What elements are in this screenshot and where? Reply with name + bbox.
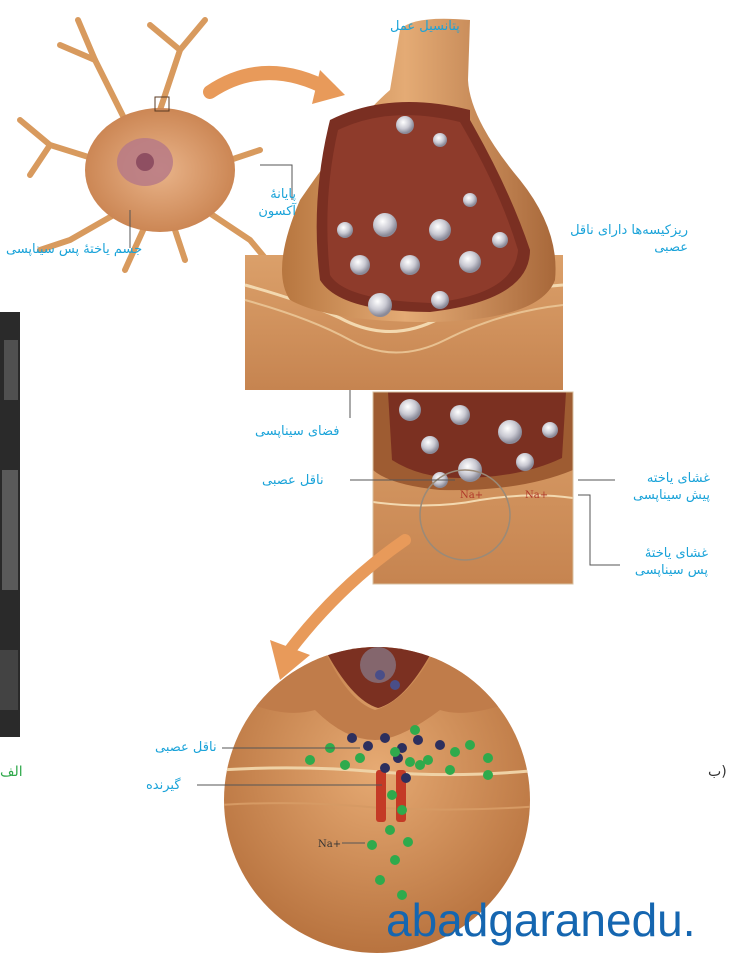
label-receptor: گیرنده <box>146 777 181 794</box>
part-marker-be: ب) <box>708 764 727 780</box>
micrograph-strip <box>0 312 20 737</box>
label-postsynaptic-membrane: غشای یاختۀ پس سیناپسی <box>628 545 708 579</box>
svg-text:Na+: Na+ <box>460 490 483 501</box>
label-axon-terminal: پایانۀ آکسون <box>252 186 296 220</box>
label-synaptic-space: فضای سیناپسی <box>255 423 340 440</box>
synapse-box: Na+ Na+ <box>373 392 573 584</box>
label-neurotransmitter-low: ناقل عصبی <box>155 739 217 756</box>
part-marker-alef: الف <box>0 764 23 780</box>
svg-text:Na+: Na+ <box>525 490 548 501</box>
label-sodium: Na+ <box>318 836 341 853</box>
label-action-potential: پتانسیل عمل <box>390 18 460 35</box>
label-postsynaptic-body: جسم یاختۀ پس سیناپسی <box>6 241 142 258</box>
label-neurotransmitter-mid: ناقل عصبی <box>262 472 324 489</box>
label-presynaptic-membrane: غشای یاخته پیش سیناپسی <box>630 470 710 504</box>
watermark: abadgaranedu. <box>386 893 696 947</box>
label-vesicles: ریزکیسه‌ها دارای ناقل عصبی <box>548 222 688 256</box>
